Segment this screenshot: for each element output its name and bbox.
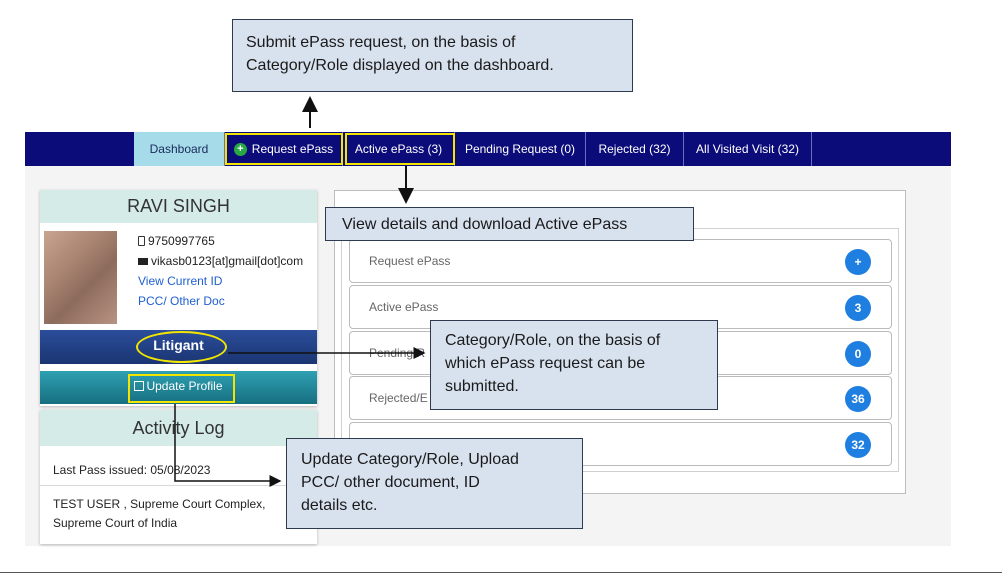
update-profile-label: Update Profile — [146, 379, 223, 393]
phone-icon — [138, 236, 145, 246]
profile-card: RAVI SINGH 9750997765 vikasb0123[at]gmai… — [40, 190, 317, 406]
location-line-1: TEST USER , Supreme Court Complex, — [53, 497, 266, 511]
tab-all-visited[interactable]: All Visited Visit (32) — [684, 132, 812, 166]
callout-update-line-3: details etc. — [301, 497, 378, 514]
tab-active-epass-label: Active ePass (3) — [354, 142, 443, 156]
callout-category-line-2: which ePass request can be — [445, 355, 646, 372]
profile-name: RAVI SINGH — [40, 190, 317, 223]
profile-phone: 9750997765 — [148, 234, 215, 248]
profile-photo — [44, 231, 117, 324]
callout-update-line-2: PCC/ other document, ID — [301, 474, 480, 491]
callout-view-details: View details and download Active ePass — [325, 207, 694, 241]
callout-submit-epass: Submit ePass request, on the basis of Ca… — [232, 19, 633, 92]
view-current-id-link[interactable]: View Current ID — [138, 274, 223, 288]
count-badge: 32 — [845, 432, 871, 458]
tab-rejected[interactable]: Rejected (32) — [586, 132, 684, 166]
callout-update-line-1: Update Category/Role, Upload — [301, 451, 519, 468]
envelope-icon — [138, 258, 148, 265]
location-line-2: Supreme Court of India — [53, 516, 178, 530]
count-badge: 0 — [845, 341, 871, 367]
highlight-active-epass — [345, 133, 455, 165]
edit-icon — [134, 381, 145, 391]
tab-request-epass[interactable]: + Request ePass — [225, 132, 343, 166]
callout-submit-line-1: Submit ePass request, on the basis of — [246, 34, 516, 51]
highlight-update-profile — [128, 374, 235, 403]
tab-request-epass-label: Request ePass — [251, 142, 334, 156]
profile-email: vikasb0123[at]gmail[dot]com — [151, 254, 304, 268]
last-pass-text: Last Pass issued: 05/08/2023 — [53, 463, 211, 477]
dash-row-label: Request ePass — [369, 254, 451, 268]
highlight-role-ellipse — [136, 331, 227, 363]
callout-submit-line-2: Category/Role displayed on the dashboard… — [246, 57, 554, 74]
callout-update-profile: Update Category/Role, Upload PCC/ other … — [286, 438, 583, 529]
plus-icon[interactable]: + — [845, 249, 871, 275]
callout-category-role: Category/Role, on the basis of which ePa… — [430, 320, 718, 410]
callout-view-details-text: View details and download Active ePass — [342, 216, 628, 233]
dash-row-request[interactable]: Request ePass + — [349, 239, 892, 283]
profile-info: 9750997765 vikasb0123[at]gmail[dot]com V… — [138, 231, 303, 311]
highlight-request-epass — [225, 133, 343, 165]
update-profile-button[interactable]: Update Profile — [40, 371, 317, 404]
dash-row-label: Rejected/E — [369, 391, 428, 405]
main-navbar: Dashboard + Request ePass Active ePass (… — [25, 132, 951, 166]
activity-log-title: Activity Log — [40, 410, 317, 446]
count-badge: 36 — [845, 386, 871, 412]
tab-pending-request[interactable]: Pending Request (0) — [455, 132, 586, 166]
callout-category-line-3: submitted. — [445, 378, 519, 395]
callout-category-line-1: Category/Role, on the basis of — [445, 332, 661, 349]
count-badge: 3 — [845, 295, 871, 321]
activity-divider — [40, 485, 317, 486]
tab-pending-request-label: Pending Request (0) — [464, 142, 576, 156]
tab-dashboard[interactable]: Dashboard — [134, 132, 225, 166]
dash-row-label: Active ePass — [369, 300, 439, 314]
pcc-other-doc-link[interactable]: PCC/ Other Doc — [138, 294, 225, 308]
tab-all-visited-label: All Visited Visit (32) — [696, 142, 799, 156]
plus-circle-icon: + — [233, 142, 247, 156]
tab-dashboard-label: Dashboard — [149, 142, 209, 156]
bottom-divider — [0, 572, 1002, 573]
arrow-to-update-callout — [174, 404, 282, 487]
tab-rejected-label: Rejected (32) — [598, 142, 671, 156]
